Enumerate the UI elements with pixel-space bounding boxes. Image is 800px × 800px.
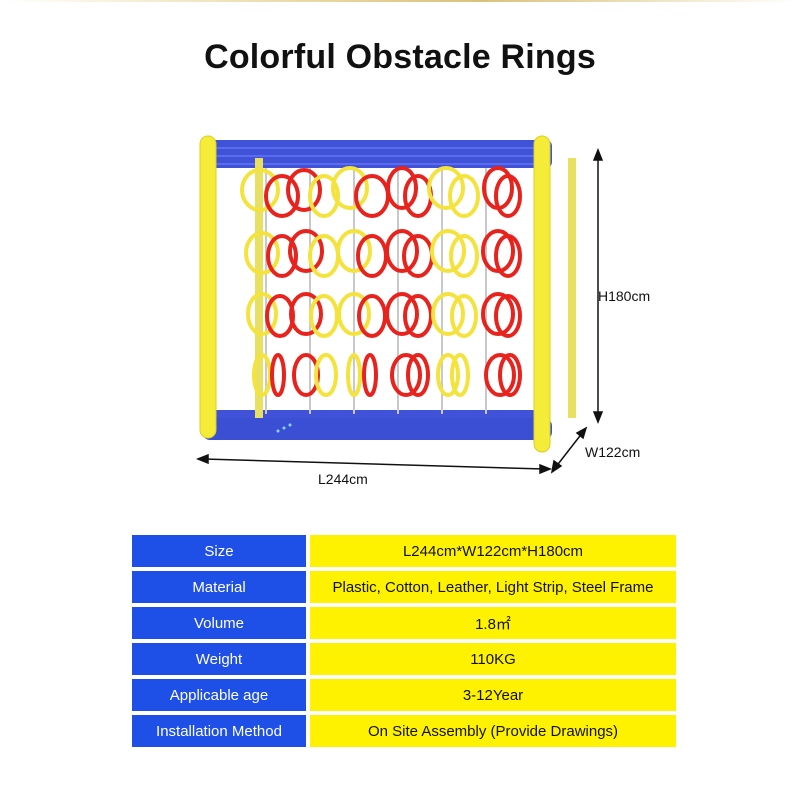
page-title: Colorful Obstacle Rings [204,38,596,76]
spec-label: Size [132,535,306,567]
spec-value: L244cm*W122cm*H180cm [310,535,676,567]
spec-value: 110KG [310,643,676,675]
length-label: L244cm [318,471,368,487]
spec-row-volume: Volume 1.8㎡ [132,607,676,639]
spec-label: Volume [132,607,306,639]
product-illustration [195,135,604,475]
height-label: H180cm [598,288,651,304]
length-arrow [203,458,545,470]
back-pole-left [255,158,263,418]
spec-label: Installation Method [132,715,306,747]
spec-row-installation: Installation Method On Site Assembly (Pr… [132,715,676,747]
back-pole-right [568,158,576,418]
spec-label: Material [132,571,306,603]
spec-row-size: Size L244cm*W122cm*H180cm [132,535,676,567]
spec-value: 3-12Year [310,679,676,711]
pillar-right [533,135,551,453]
width-arrow [554,431,584,469]
top-decor-line [0,0,800,2]
spec-row-material: Material Plastic, Cotton, Leather, Light… [132,571,676,603]
spec-value: 1.8㎡ [310,607,676,639]
spec-table: Size L244cm*W122cm*H180cm Material Plast… [132,535,676,751]
spec-value: On Site Assembly (Provide Drawings) [310,715,676,747]
pillar-left [199,135,217,439]
spec-row-age: Applicable age 3-12Year [132,679,676,711]
floor-front-edge [202,418,552,440]
width-label: W122cm [585,444,641,460]
spec-value: Plastic, Cotton, Leather, Light Strip, S… [310,571,676,603]
spec-label: Weight [132,643,306,675]
spec-label: Applicable age [132,679,306,711]
spec-row-weight: Weight 110KG [132,643,676,675]
